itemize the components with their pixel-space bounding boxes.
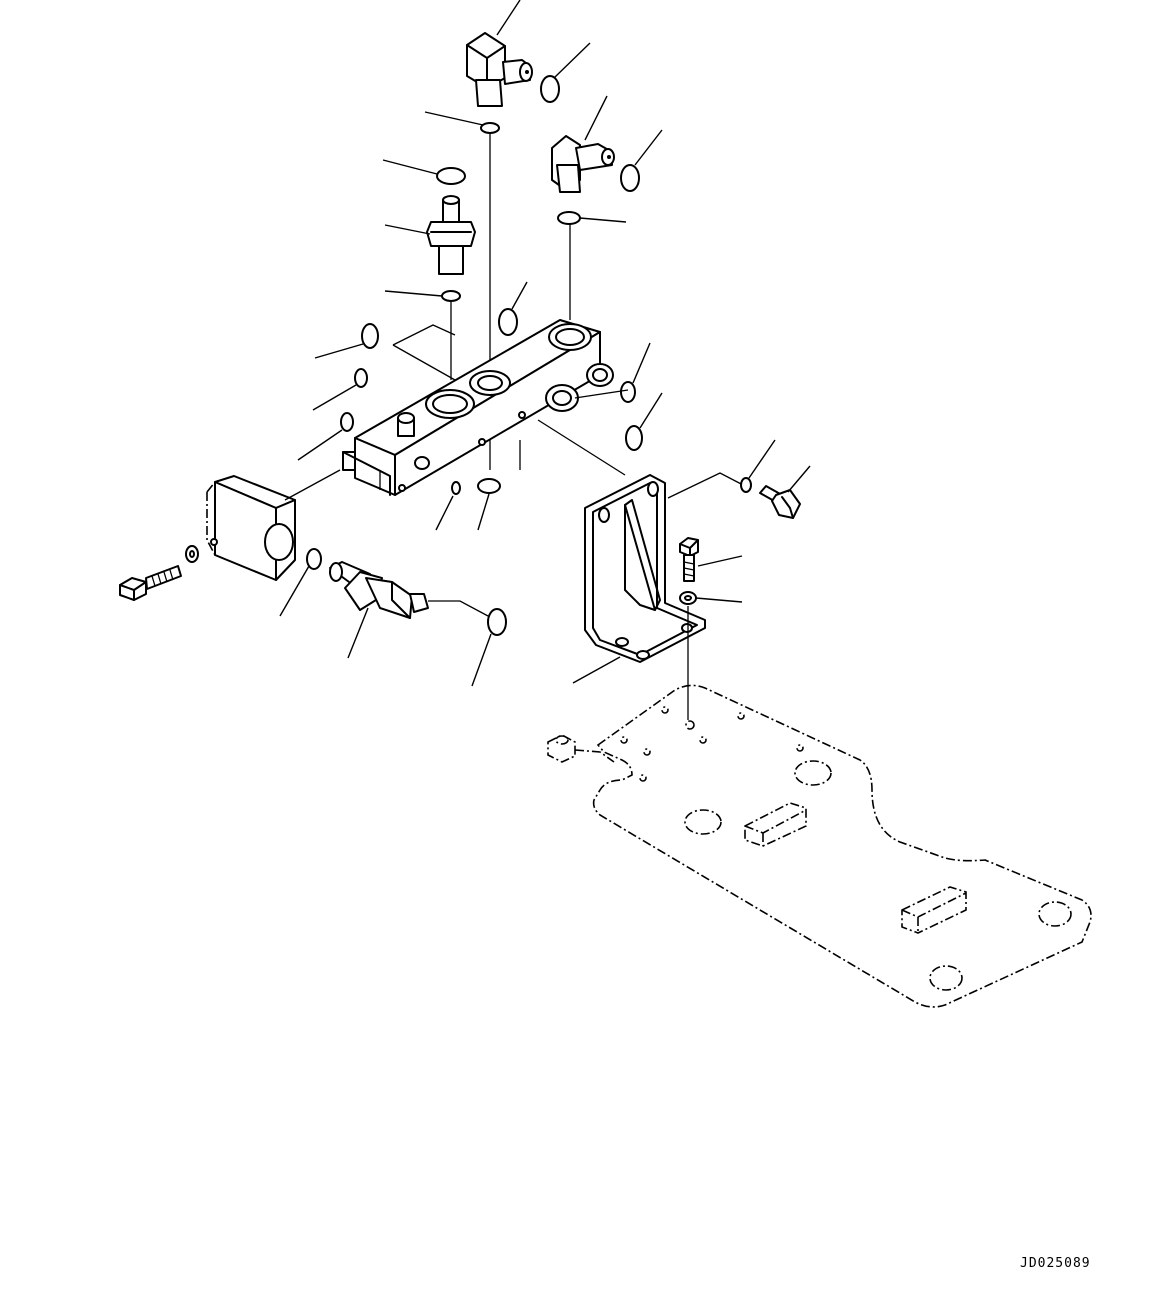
o-ring	[477, 478, 501, 494]
o-ring	[306, 548, 322, 570]
swivel-elbow-fitting	[329, 561, 429, 619]
drawing-code: JD025089	[1020, 1256, 1091, 1271]
straight-adapter	[426, 195, 476, 275]
o-ring	[540, 75, 560, 103]
washer	[740, 477, 752, 493]
o-ring	[451, 481, 461, 495]
mounting-bracket	[584, 474, 706, 663]
bolt-right	[759, 485, 801, 519]
second-elbow-fitting	[551, 135, 615, 193]
o-ring	[557, 211, 581, 225]
o-ring	[620, 164, 640, 192]
o-ring	[436, 167, 466, 185]
top-elbow-fitting	[466, 32, 533, 107]
o-ring	[441, 290, 461, 302]
valve-block	[342, 319, 614, 496]
o-ring	[498, 308, 518, 336]
base-plate	[547, 684, 1092, 1008]
o-ring	[487, 608, 507, 636]
cartridge-block	[206, 475, 296, 581]
o-ring	[480, 122, 500, 134]
o-ring	[340, 412, 354, 432]
o-ring	[620, 381, 636, 403]
o-ring	[361, 323, 379, 349]
bolt-left	[119, 565, 182, 601]
o-ring	[625, 425, 643, 451]
o-ring	[354, 368, 368, 388]
bolt-vertical	[679, 537, 699, 582]
